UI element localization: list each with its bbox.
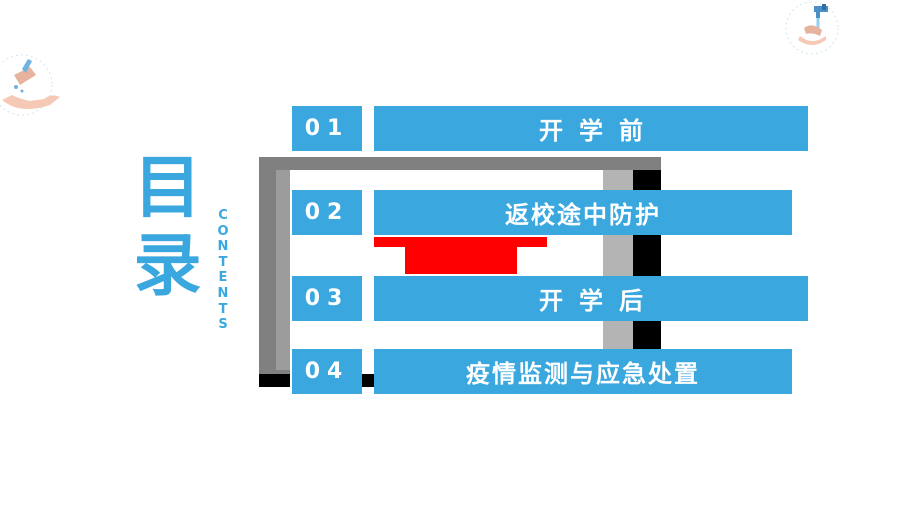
- red-shape-top: [374, 237, 547, 247]
- red-shape-bottom: [405, 247, 517, 274]
- frame-bottom-left-block: [259, 374, 290, 387]
- frame-bottom-mid-block: [360, 374, 375, 387]
- title-char-1: 目: [133, 149, 202, 228]
- hand-washing-icon: [0, 54, 60, 116]
- contents-subtitle: CONTENTS: [217, 208, 229, 333]
- title-char-2: 录: [133, 227, 202, 306]
- item-label-after-school[interactable]: 开学后: [374, 276, 808, 321]
- item-number-01[interactable]: 01: [292, 106, 362, 151]
- item-label-return-protection[interactable]: 返校途中防护: [374, 190, 792, 235]
- frame-left-inner-bar: [276, 170, 290, 370]
- frame-top-bar: [259, 157, 661, 170]
- item-number-02[interactable]: 02: [292, 190, 362, 235]
- item-label-monitoring-response[interactable]: 疫情监测与应急处置: [374, 349, 792, 394]
- page-title: 目 录: [130, 150, 205, 306]
- item-label-before-school[interactable]: 开学前: [374, 106, 808, 151]
- item-number-03[interactable]: 03: [292, 276, 362, 321]
- item-number-04[interactable]: 04: [292, 349, 362, 394]
- faucet-hands-icon: [785, 1, 839, 55]
